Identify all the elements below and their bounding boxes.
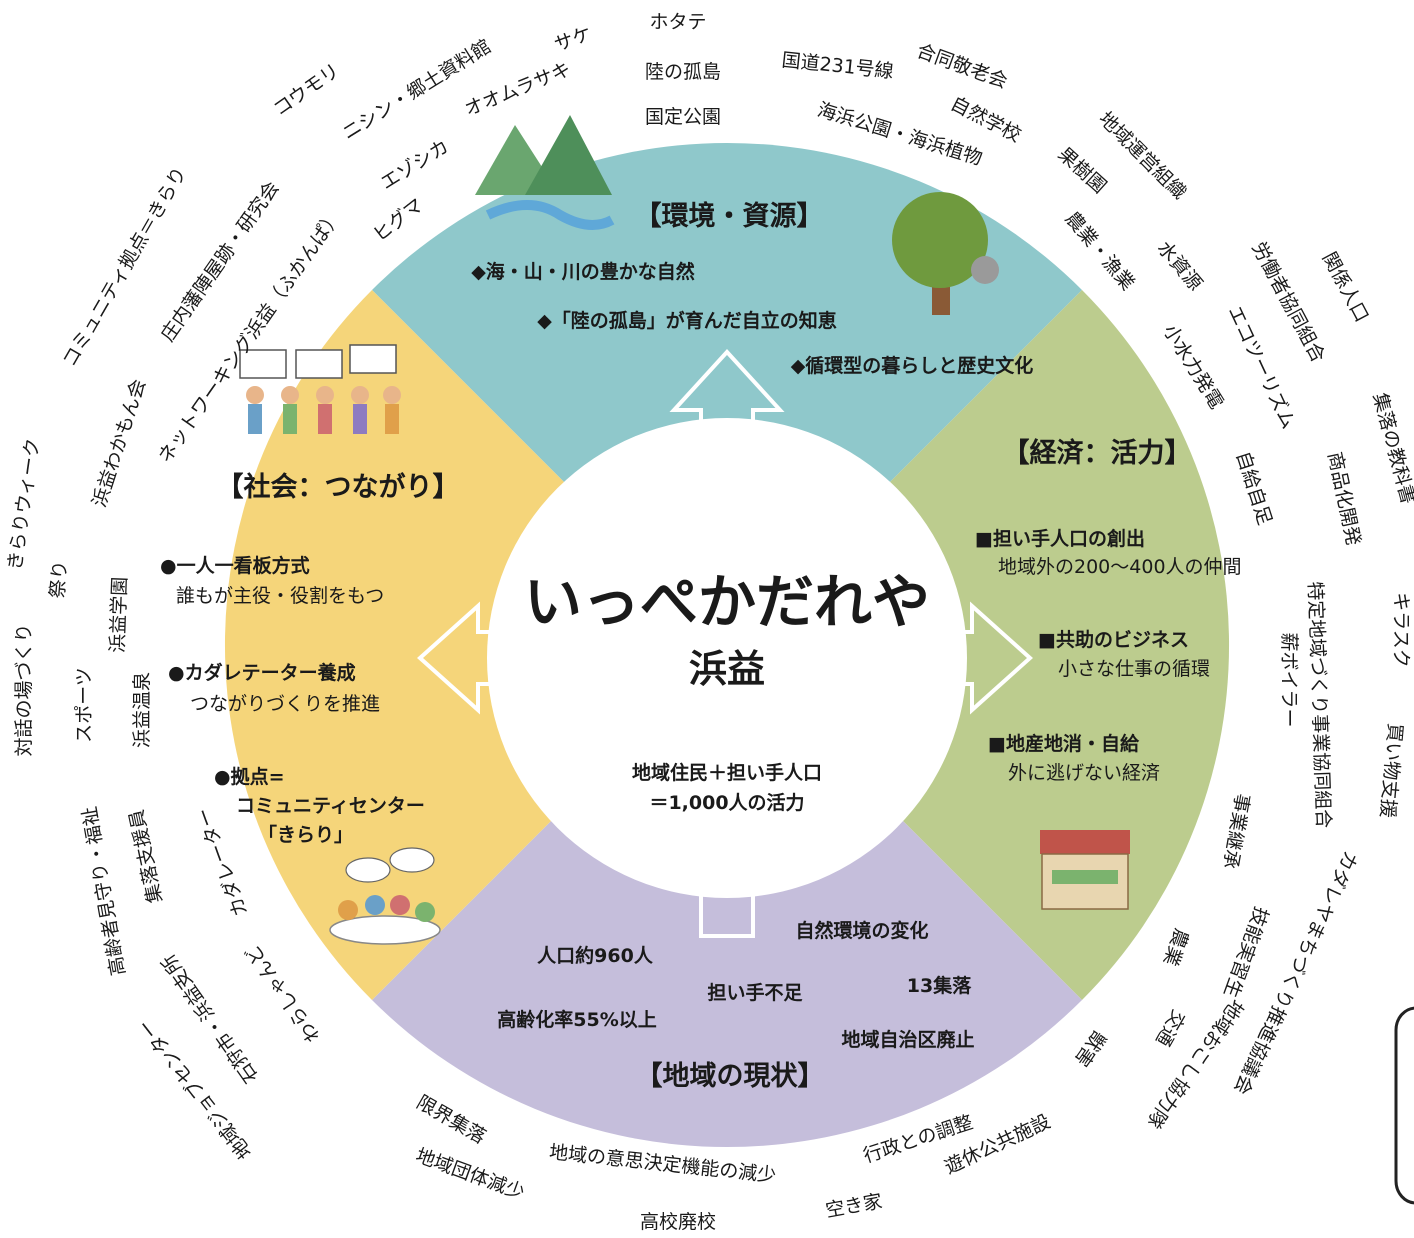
market-stall-illustration (1040, 830, 1130, 910)
environment-item-3: ◆循環型の暮らしと歴史文化 (791, 354, 1034, 377)
outer-word: 国道231号線 (781, 49, 895, 83)
outer-word: 小水力発電 (1159, 321, 1228, 413)
outer-word: 集落支援員 (125, 807, 166, 905)
outer-word: 浜益学園 (107, 576, 132, 653)
outer-word: 自然学校 (947, 93, 1025, 147)
center-subtitle: 浜益 (689, 647, 765, 691)
outer-word: 集落の教科書 (1368, 391, 1414, 507)
outer-word: 対話の場づくり (13, 623, 35, 756)
outer-word: 地域運営組織 (1094, 108, 1190, 204)
environment-heading: 【環境・資源】 (635, 201, 824, 232)
economy-item-3-title: ■地産地消・自給 (988, 732, 1140, 755)
economy-heading: 【経済：活力】 (1003, 437, 1192, 469)
outer-word: 果樹園 (1053, 143, 1110, 198)
outer-word: キラスク (1390, 592, 1412, 668)
outer-word: 獣害 (1070, 1027, 1110, 1071)
outer-word: 空き家 (824, 1190, 884, 1222)
outer-word: 自給自足 (1231, 449, 1275, 528)
outer-word: コウモリ (269, 59, 343, 120)
tree-illustration (892, 192, 999, 315)
economy-item-2-title: ■共助のビジネス (1038, 628, 1189, 651)
economy-item-1-desc: 地域外の200〜400人の仲間 (998, 556, 1242, 578)
society-item-3-desc2: 「きらり」 (258, 823, 353, 846)
outer-word: 交通 (1151, 1006, 1189, 1050)
outer-word: 浜益温泉 (131, 672, 153, 748)
outer-word: 陸の孤島 (645, 61, 721, 83)
outer-word: 技能実習生 (1219, 904, 1272, 1001)
side-box (1394, 1006, 1414, 1205)
outer-word: 地域おこし協力隊 (1142, 995, 1247, 1132)
outer-word: 事業継承 (1218, 792, 1253, 871)
outer-word: 浜益わかもん会 (88, 376, 150, 509)
economy-item-1-title: ■担い手人口の創出 (975, 527, 1145, 550)
outer-word: カダレーター (193, 805, 253, 920)
outer-word: 農業 (1159, 925, 1193, 968)
meeting-illustration (329, 847, 441, 945)
outer-word: サケ (551, 23, 594, 57)
center-circle (487, 418, 967, 898)
environment-item-2: ◆「陸の孤島」が育んだ自立の知恵 (537, 309, 837, 332)
center-population-line1: 地域住民＋担い手人口 (632, 761, 822, 784)
economy-item-3-desc: 外に逃げない経済 (1008, 762, 1160, 784)
center-population-line2: ＝1,000人の活力 (649, 791, 804, 814)
society-item-3-title: ●拠点= (214, 765, 285, 788)
outer-word: 高齢者見守り・福祉 (78, 805, 129, 977)
outer-word: ホタテ (649, 11, 706, 33)
status-item-4: 13集落 (907, 974, 972, 997)
status-item-3: 担い手不足 (707, 981, 803, 1004)
status-item-6: 地域自治区廃止 (841, 1028, 974, 1051)
outer-word: 地域ジョブセンター (133, 1015, 256, 1164)
society-item-2-desc: つながりづくりを推進 (190, 693, 380, 715)
outer-word: きらりウィーク (4, 437, 44, 572)
society-item-1-desc: 誰もが主役・役割をもつ (176, 585, 384, 607)
outer-word: ニシン・郷土資料館 (338, 35, 495, 144)
outer-word: エゾシカ (377, 135, 453, 194)
outer-word: 祭り (46, 560, 71, 600)
outer-word: 特定地域づくり事業協同組合 (1304, 581, 1335, 829)
people-signs-illustration (239, 344, 401, 434)
outer-word: 限界集落 (413, 1091, 490, 1148)
outer-word: ヒグマ (369, 194, 427, 246)
outer-word: 商品化開発 (1323, 450, 1364, 548)
outer-word: スポーツ (73, 667, 95, 743)
outer-word: 水資源 (1153, 237, 1207, 295)
economy-item-2-desc: 小さな仕事の循環 (1058, 658, 1210, 680)
society-heading: 【社会：つながり】 (217, 471, 460, 503)
outer-word: 高校廃校 (640, 1211, 716, 1233)
center-title: いっぺかだれや (524, 568, 930, 636)
society-item-3-desc: コミュニティセンター (236, 795, 425, 817)
status-item-2: 人口約960人 (537, 944, 654, 967)
outer-word: 国定公園 (645, 106, 721, 128)
status-item-1: 自然環境の変化 (795, 919, 928, 942)
outer-word: オオムラサキ (461, 58, 574, 121)
society-item-1-title: ●一人一看板方式 (160, 554, 310, 577)
outer-word: わらしゃんど (242, 941, 325, 1047)
outer-word: 地域の意思決定機能の減少 (548, 1141, 777, 1187)
society-item-2-title: ●カダレテーター養成 (168, 661, 356, 684)
outer-word: 買い物支援 (1376, 722, 1406, 819)
status-item-5: 高齢化率55%以上 (497, 1008, 656, 1031)
outer-word: 地域団体減少 (413, 1145, 528, 1205)
status-heading: 【地域の現状】 (636, 1061, 825, 1092)
mountain-river-illustration (475, 115, 615, 230)
outer-word: 関係人口 (1318, 248, 1373, 325)
environment-item-1: ◆海・山・川の豊かな自然 (471, 260, 695, 283)
outer-word: 合同敬老会 (914, 40, 1011, 93)
outer-word: 薪ボイラー (1278, 632, 1300, 727)
